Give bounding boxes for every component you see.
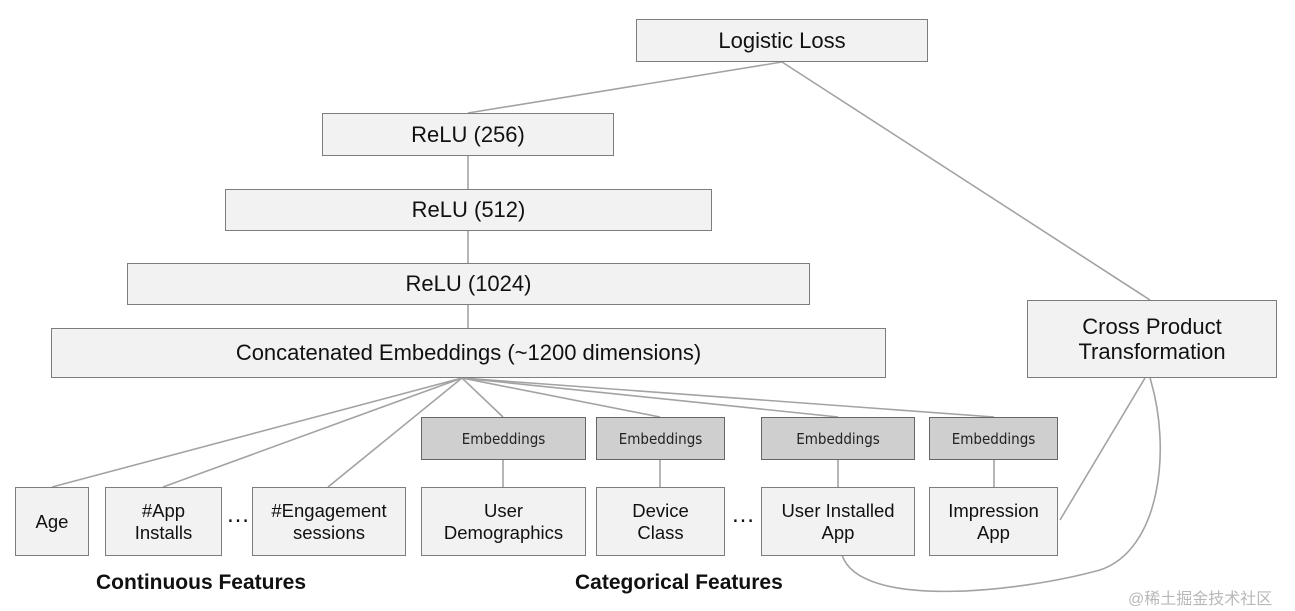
logistic-loss-node: Logistic Loss [636, 19, 928, 62]
age-label: Age [35, 510, 69, 532]
embeddings-box-impression: Embeddings [929, 417, 1058, 460]
concatenated-embeddings-label: Concatenated Embeddings (~1200 dimension… [235, 340, 702, 366]
engagement-sessions-feature: #Engagement sessions [252, 487, 406, 556]
cross-product-label: Cross Product Transformation [1078, 313, 1226, 364]
impression-app-feature: Impression App [929, 487, 1058, 556]
edge-installed-cross [841, 377, 1162, 593]
user-installed-app-feature: User Installed App [761, 487, 915, 556]
edge-emb1-concat [461, 377, 504, 418]
edge-emb3-concat [461, 377, 839, 418]
edge-impression-cross [1059, 377, 1146, 521]
relu-1024-label: ReLU (1024) [405, 271, 532, 297]
embeddings-label: Embeddings [796, 429, 880, 448]
app-installs-label: #App Installs [134, 500, 193, 543]
user-installed-app-label: User Installed App [781, 500, 895, 543]
embeddings-box-demographics: Embeddings [421, 417, 586, 460]
engagement-sessions-label: #Engagement sessions [271, 500, 387, 543]
app-installs-feature: #App Installs [105, 487, 222, 556]
logistic-loss-label: Logistic Loss [718, 27, 846, 53]
user-demographics-feature: User Demographics [421, 487, 586, 556]
embeddings-box-installed: Embeddings [761, 417, 915, 460]
device-class-feature: Device Class [596, 487, 725, 556]
impression-app-label: Impression App [948, 500, 1039, 543]
relu-256-label: ReLU (256) [411, 121, 525, 147]
embeddings-box-device: Embeddings [596, 417, 725, 460]
concatenated-embeddings-node: Concatenated Embeddings (~1200 dimension… [51, 328, 886, 378]
edge-emb2-concat [461, 377, 661, 418]
edge-age-concat [51, 377, 463, 488]
embeddings-label: Embeddings [951, 429, 1036, 448]
categorical-features-heading: Categorical Features [575, 571, 783, 594]
relu-512-node: ReLU (512) [225, 189, 712, 231]
continuous-ellipsis: … [226, 501, 250, 528]
edge-cross-loss [781, 61, 1151, 301]
cross-product-node: Cross Product Transformation [1027, 300, 1277, 378]
edge-emb4-concat [461, 377, 995, 418]
continuous-features-heading: Continuous Features [96, 571, 307, 594]
relu-256-node: ReLU (256) [322, 113, 614, 156]
relu-512-label: ReLU (512) [411, 197, 526, 223]
edge-installs-concat [162, 377, 463, 488]
edge-engagement-concat [327, 377, 463, 488]
embeddings-label: Embeddings [461, 429, 546, 448]
embeddings-label: Embeddings [618, 429, 703, 448]
edge-relu256-loss [467, 61, 783, 114]
categorical-ellipsis: … [731, 501, 755, 528]
watermark: @稀土掘金技术社区 [1128, 591, 1273, 608]
user-demographics-label: User Demographics [443, 500, 564, 543]
device-class-label: Device Class [632, 500, 689, 543]
age-feature: Age [15, 487, 89, 556]
relu-1024-node: ReLU (1024) [127, 263, 810, 305]
